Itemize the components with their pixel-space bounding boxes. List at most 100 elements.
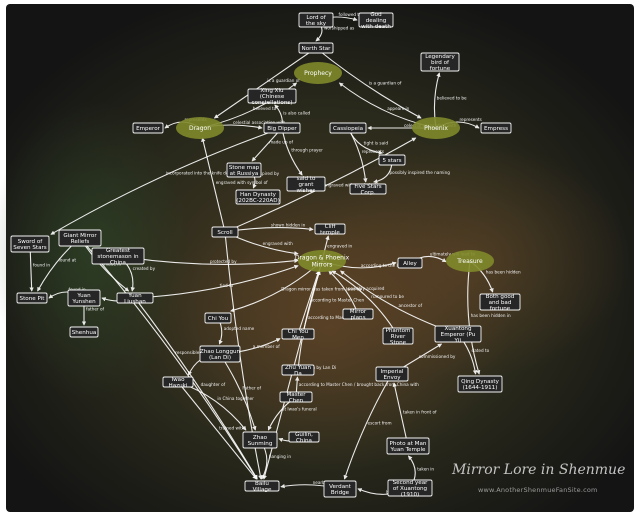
- edge-label: represents: [460, 117, 482, 122]
- node-label: Da: [294, 371, 302, 377]
- node-label: at Russiya: [230, 171, 259, 177]
- node-label: Master: [286, 392, 306, 398]
- node-label: Reliefs: [71, 239, 90, 245]
- node-bigdipper: Big Dipper: [264, 123, 300, 133]
- node-label: Dragon: [189, 125, 211, 132]
- node-lord: Lord ofthe sky: [299, 13, 333, 27]
- node-label: Corp.: [361, 190, 376, 196]
- node-label: 5 stars: [382, 158, 401, 164]
- node-label: dealing: [366, 18, 387, 24]
- node-label: grant: [298, 182, 314, 188]
- node-treasure: Treasure: [446, 250, 494, 272]
- node-label: Chi You: [288, 329, 309, 335]
- edge-label: possibly inspired the naming: [390, 170, 451, 175]
- node-label: Liushan: [124, 299, 146, 305]
- edge-label: daughter of: [201, 382, 226, 387]
- node-stonepit: Stone Pit: [17, 293, 47, 303]
- node-label: Second year: [393, 480, 429, 486]
- node-label: Lord of: [306, 15, 326, 21]
- node-label: Both good: [486, 294, 515, 300]
- edge-label: represents: [362, 149, 384, 154]
- node-label: Village: [253, 487, 272, 493]
- node-label: Hazuki: [169, 383, 188, 389]
- edge-label: in China together: [217, 396, 254, 401]
- node-label: Stone Pit: [20, 296, 46, 302]
- diagram-title: Mirror Lore in Shenmue: [452, 462, 632, 478]
- edge-label: found in: [33, 263, 50, 268]
- node-label: Bailu: [255, 481, 269, 487]
- edge-label: escort from: [368, 420, 392, 425]
- node-label: China: [296, 438, 312, 444]
- node-han: Han Dynasty(202BC-220AD): [236, 190, 280, 204]
- node-label: River: [391, 334, 406, 340]
- node-qing: Qing Dynasty(1644-1911): [458, 376, 502, 392]
- node-label: Yuan: [127, 293, 142, 299]
- edge-label: engraved with symbol of: [216, 180, 268, 185]
- node-label: Scroll: [217, 230, 233, 236]
- node-imperialenvoy: ImperialEnvoy: [376, 367, 408, 381]
- edge-label: believed to be: [437, 95, 467, 100]
- node-label: Zhu Yuan: [285, 365, 311, 371]
- node-label: (202BC-220AD): [236, 198, 280, 204]
- node-goodbad: Both goodand badfortune: [480, 294, 520, 312]
- edge-label: engraved with: [263, 241, 293, 246]
- edge-label: dated to: [472, 348, 490, 353]
- node-label: Stone: [390, 340, 407, 346]
- node-label: Verdant: [329, 484, 352, 490]
- node-label: Yunshen: [71, 299, 96, 305]
- edge-label: has been hidden: [486, 270, 521, 275]
- node-label: Mirror: [350, 309, 367, 315]
- node-label: Photo at Man: [390, 441, 427, 447]
- node-xingxiu: Xing Xiu(Chineseconstellations): [248, 88, 296, 106]
- edge-label: taken in front of: [403, 410, 437, 415]
- node-photo: Photo at ManYuan Temple: [387, 438, 429, 454]
- node-label: bird of: [431, 60, 450, 66]
- node-label: fortune: [490, 306, 511, 312]
- node-emperor: Emperor: [133, 123, 163, 133]
- node-label: Shenhua: [72, 330, 97, 336]
- node-label: Emperor (Pu: [441, 332, 476, 338]
- edge-label: believed to: [253, 106, 277, 111]
- edge-label: through prayer: [291, 148, 323, 153]
- node-label: North Star: [302, 46, 332, 52]
- node-label: Mirrors: [312, 261, 333, 268]
- node-label: temple: [320, 230, 340, 236]
- edge-label: tied to: [220, 283, 234, 288]
- node-yuanliushan: YuanLiushan: [117, 293, 153, 305]
- node-label: Big Dipper: [267, 126, 297, 132]
- node-northstar: North Star: [299, 43, 333, 53]
- node-label: Men: [292, 335, 304, 341]
- node-legbird: Legendarybird offortune: [421, 53, 459, 72]
- node-label: fortune: [430, 66, 451, 72]
- node-label: Greatest: [106, 248, 131, 254]
- edge-label: is a guardian of: [267, 78, 300, 83]
- edge-label: commissioned by: [419, 354, 456, 359]
- node-label: the sky: [306, 21, 327, 27]
- edge-label: found at: [58, 258, 76, 263]
- node-label: Han Dynasty: [240, 192, 277, 198]
- edge-label: has been hidden in: [471, 313, 511, 318]
- node-label: Sunming: [248, 441, 273, 447]
- node-sword: Sword ofSeven Stars: [11, 236, 49, 252]
- edge-label: is also called: [283, 111, 310, 116]
- edge-label: made up of: [269, 140, 293, 145]
- node-label: Envoy: [383, 375, 401, 381]
- node-prophecy: Prophecy: [294, 62, 342, 84]
- edge-label: engraved in: [327, 244, 352, 249]
- node-empress: Empress: [481, 123, 511, 133]
- edge-label: taken in: [417, 467, 434, 472]
- node-label: Empress: [484, 126, 508, 132]
- node-label: Chi You: [208, 316, 229, 322]
- node-label: Xuantong: [444, 326, 472, 332]
- node-label: (Lan Di): [209, 355, 231, 361]
- node-label: China: [110, 260, 126, 266]
- edge-label: at Iwao's funeral: [282, 407, 317, 412]
- edge-label: father of: [86, 307, 105, 312]
